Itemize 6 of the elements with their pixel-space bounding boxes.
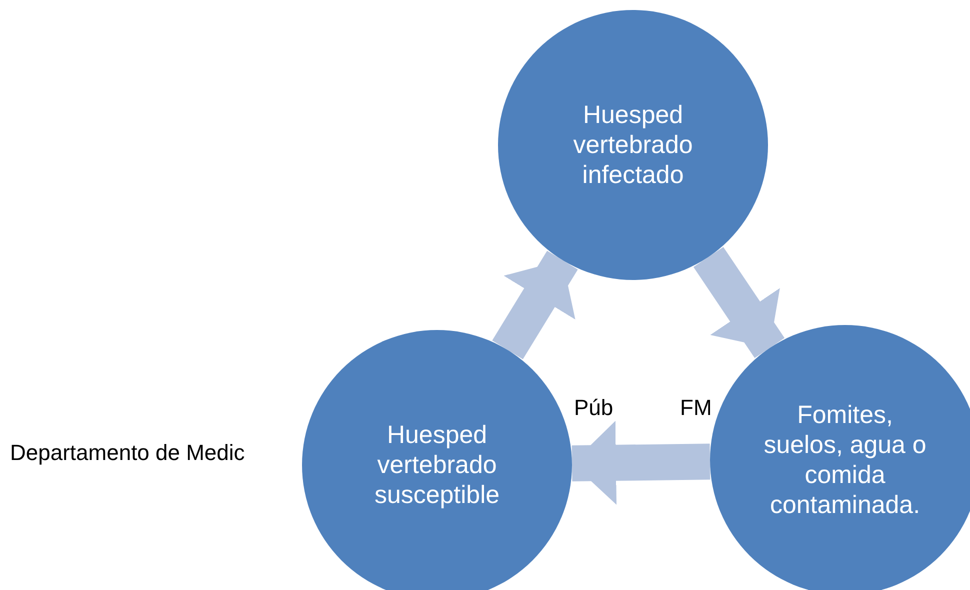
node-text: Huesped vertebrado infectado [572,100,694,190]
node-text: Huesped vertebrado susceptible [373,420,501,510]
text-label: Departamento de Medic [10,440,245,466]
text-label: FM [680,395,712,421]
node-text: Fomites, suelos, agua o comida contaminada. [762,400,928,520]
text-label: Púb [574,395,614,421]
